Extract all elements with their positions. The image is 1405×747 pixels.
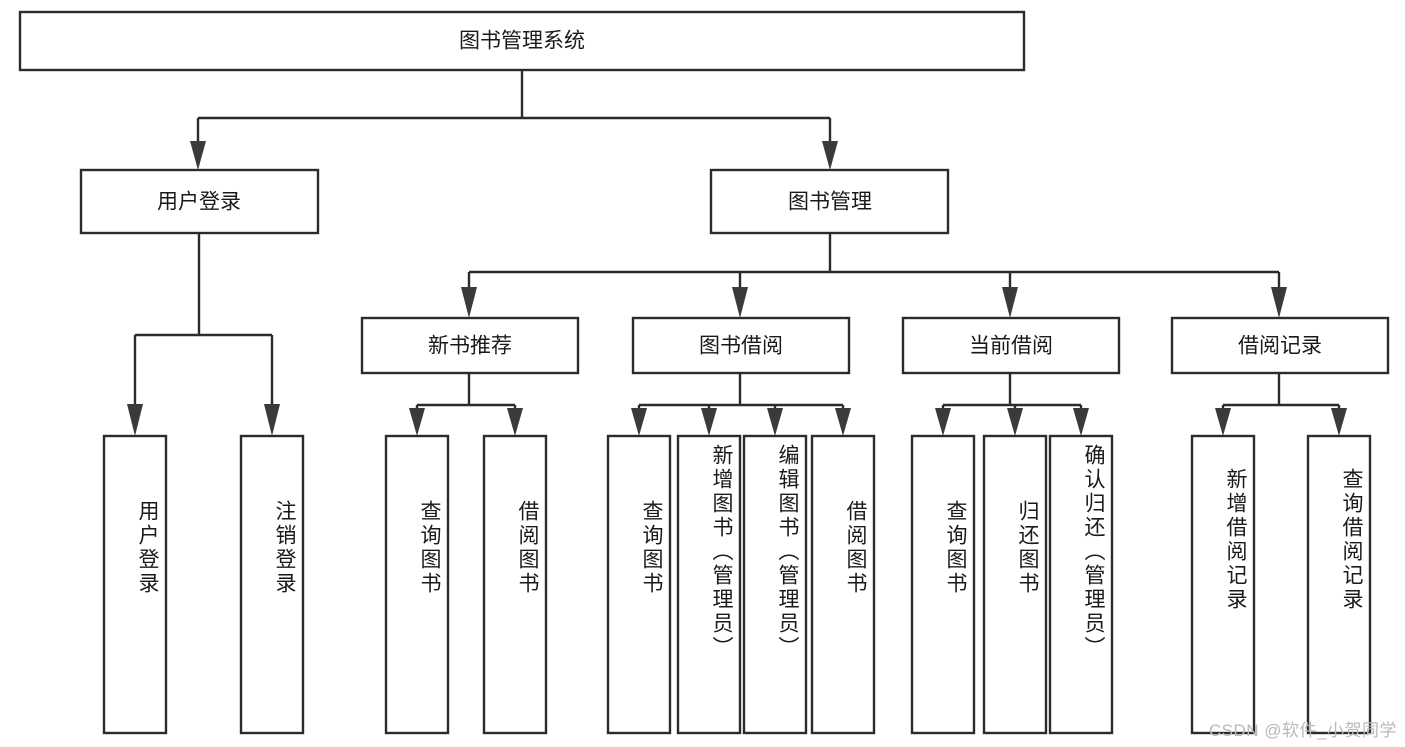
leaf-box-current-borrow-2[interactable]: [1048, 434, 1114, 735]
leaf-box-user-login-0[interactable]: [102, 434, 168, 735]
leaf-box-book-borrow-2[interactable]: [742, 434, 808, 735]
arrow-borrow-record-leaf-1: [1331, 408, 1347, 436]
watermark-text: CSDN @软件_小贺同学: [1208, 721, 1397, 740]
arrow-user-login-leaf-0: [127, 404, 143, 436]
arrow-root-to-book-manage: [822, 141, 838, 170]
arrow-to-new-book-recommend: [461, 287, 477, 318]
arrow-current-borrow-leaf-0: [935, 408, 951, 436]
leaf-box-book-borrow-1[interactable]: [676, 434, 742, 735]
arrow-new-book-leaf-0: [409, 408, 425, 436]
arrow-to-book-borrow: [732, 287, 748, 318]
node-root-label: 图书管理系统: [459, 30, 585, 53]
node-current-borrow-box[interactable]: [901, 316, 1121, 375]
arrow-current-borrow-leaf-1: [1007, 408, 1023, 436]
node-user-login-label: 用户登录: [157, 191, 241, 214]
leaf-box-new-book-1[interactable]: [482, 434, 548, 735]
node-user-login-box[interactable]: [79, 168, 320, 235]
node-book-borrow-label: 图书借阅: [699, 335, 783, 358]
arrow-user-login-leaf-1: [264, 404, 280, 436]
arrow-new-book-leaf-1: [507, 408, 523, 436]
leaf-box-book-borrow-3[interactable]: [810, 434, 876, 735]
arrow-to-borrow-record: [1271, 287, 1287, 318]
arrow-book-borrow-leaf-0: [631, 408, 647, 436]
leaf-box-current-borrow-0[interactable]: [910, 434, 976, 735]
node-new-book-recommend-box[interactable]: [360, 316, 580, 375]
arrow-book-borrow-leaf-2: [767, 408, 783, 436]
leaf-box-book-borrow-0[interactable]: [606, 434, 672, 735]
arrow-to-current-borrow: [1002, 287, 1018, 318]
arrow-root-to-user-login: [190, 141, 206, 170]
node-root-box[interactable]: [18, 10, 1026, 72]
node-new-book-recommend-label: 新书推荐: [428, 335, 512, 358]
leaf-box-borrow-record-1[interactable]: [1306, 434, 1372, 735]
leaf-box-user-login-1[interactable]: [239, 434, 305, 735]
leaf-box-current-borrow-1[interactable]: [982, 434, 1048, 735]
node-current-borrow-label: 当前借阅: [969, 335, 1053, 358]
arrow-borrow-record-leaf-0: [1215, 408, 1231, 436]
arrow-current-borrow-leaf-2: [1073, 408, 1089, 436]
arrow-book-borrow-leaf-3: [835, 408, 851, 436]
node-book-manage-label: 图书管理: [788, 191, 872, 214]
leaf-box-borrow-record-0[interactable]: [1190, 434, 1256, 735]
leaf-box-new-book-0[interactable]: [384, 434, 450, 735]
arrow-book-borrow-leaf-1: [701, 408, 717, 436]
node-borrow-record-label: 借阅记录: [1238, 335, 1322, 358]
